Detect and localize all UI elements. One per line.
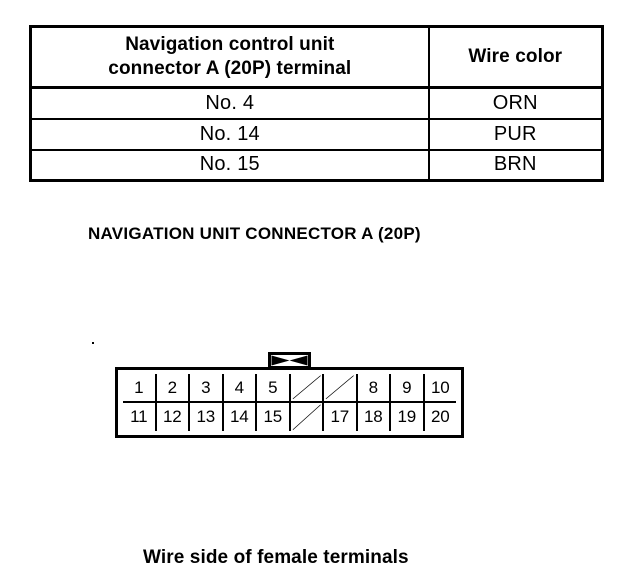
- cell-wire-color: PUR: [428, 117, 603, 150]
- column-header-wire-color: Wire color: [428, 26, 603, 89]
- terminal-cell-4: 4: [223, 374, 257, 403]
- unused-slash-icon: [291, 374, 323, 401]
- table-body: No. 4 ORN No. 14 PUR No. 15 BRN: [30, 87, 603, 181]
- cell-wire-color: ORN: [428, 87, 603, 119]
- connector-terminal-grid: 1 2 3 4 5 8 9: [123, 374, 456, 431]
- column-header-terminal: Navigation control unit connector A (20P…: [30, 26, 430, 89]
- diagram-caption: Wire side of female terminals: [143, 547, 409, 568]
- connector-row-bottom: 11 12 13 14 15 17 18 19 20: [123, 402, 456, 432]
- unused-slash-icon: [324, 374, 356, 401]
- table-header-row: Navigation control unit connector A (20P…: [30, 26, 603, 89]
- terminal-cell-13: 13: [190, 402, 224, 431]
- terminal-cell-20: 20: [424, 402, 456, 431]
- terminal-cell-10: 10: [424, 374, 456, 403]
- terminal-cell-8: 8: [357, 374, 391, 403]
- terminal-cell-19: 19: [391, 402, 425, 431]
- scan-speck: [92, 342, 94, 344]
- terminal-cell-18: 18: [357, 402, 391, 431]
- column-header-terminal-line1: Navigation control unit: [125, 33, 335, 55]
- connector-row-top: 1 2 3 4 5 8 9: [123, 374, 456, 403]
- section-title: NAVIGATION UNIT CONNECTOR A (20P): [88, 224, 421, 243]
- terminal-cell-15: 15: [257, 402, 291, 431]
- terminal-cell-12: 12: [156, 402, 190, 431]
- terminal-cell-14: 14: [223, 402, 257, 431]
- terminal-cell-1: 1: [123, 374, 157, 403]
- table-row: No. 15 BRN: [30, 148, 603, 181]
- terminal-cell-16-unused: [290, 402, 324, 432]
- cell-wire-color: BRN: [428, 148, 603, 181]
- table-row: No. 14 PUR: [30, 117, 603, 150]
- terminal-cell-5: 5: [257, 374, 291, 403]
- terminal-wire-color-table: Navigation control unit connector A (20P…: [29, 25, 604, 182]
- terminal-cell-9: 9: [391, 374, 425, 403]
- bowtie-icon: [271, 355, 308, 366]
- cell-terminal: No. 4: [30, 87, 430, 119]
- terminal-cell-2: 2: [156, 374, 190, 403]
- column-header-terminal-line2: connector A (20P) terminal: [108, 58, 352, 79]
- terminal-cell-17: 17: [324, 402, 358, 431]
- connector-body: 1 2 3 4 5 8 9: [115, 367, 464, 438]
- terminal-cell-7-unused: [324, 374, 358, 403]
- connector-pinout-diagram: 1 2 3 4 5 8 9: [115, 352, 464, 438]
- terminal-cell-11: 11: [123, 402, 157, 431]
- table-row: No. 4 ORN: [30, 87, 603, 119]
- table-header: Navigation control unit connector A (20P…: [30, 26, 603, 89]
- cell-terminal: No. 14: [30, 117, 430, 150]
- unused-slash-icon: [291, 403, 323, 432]
- terminal-cell-3: 3: [190, 374, 224, 403]
- terminal-cell-6-unused: [290, 374, 324, 403]
- cell-terminal: No. 15: [30, 148, 430, 181]
